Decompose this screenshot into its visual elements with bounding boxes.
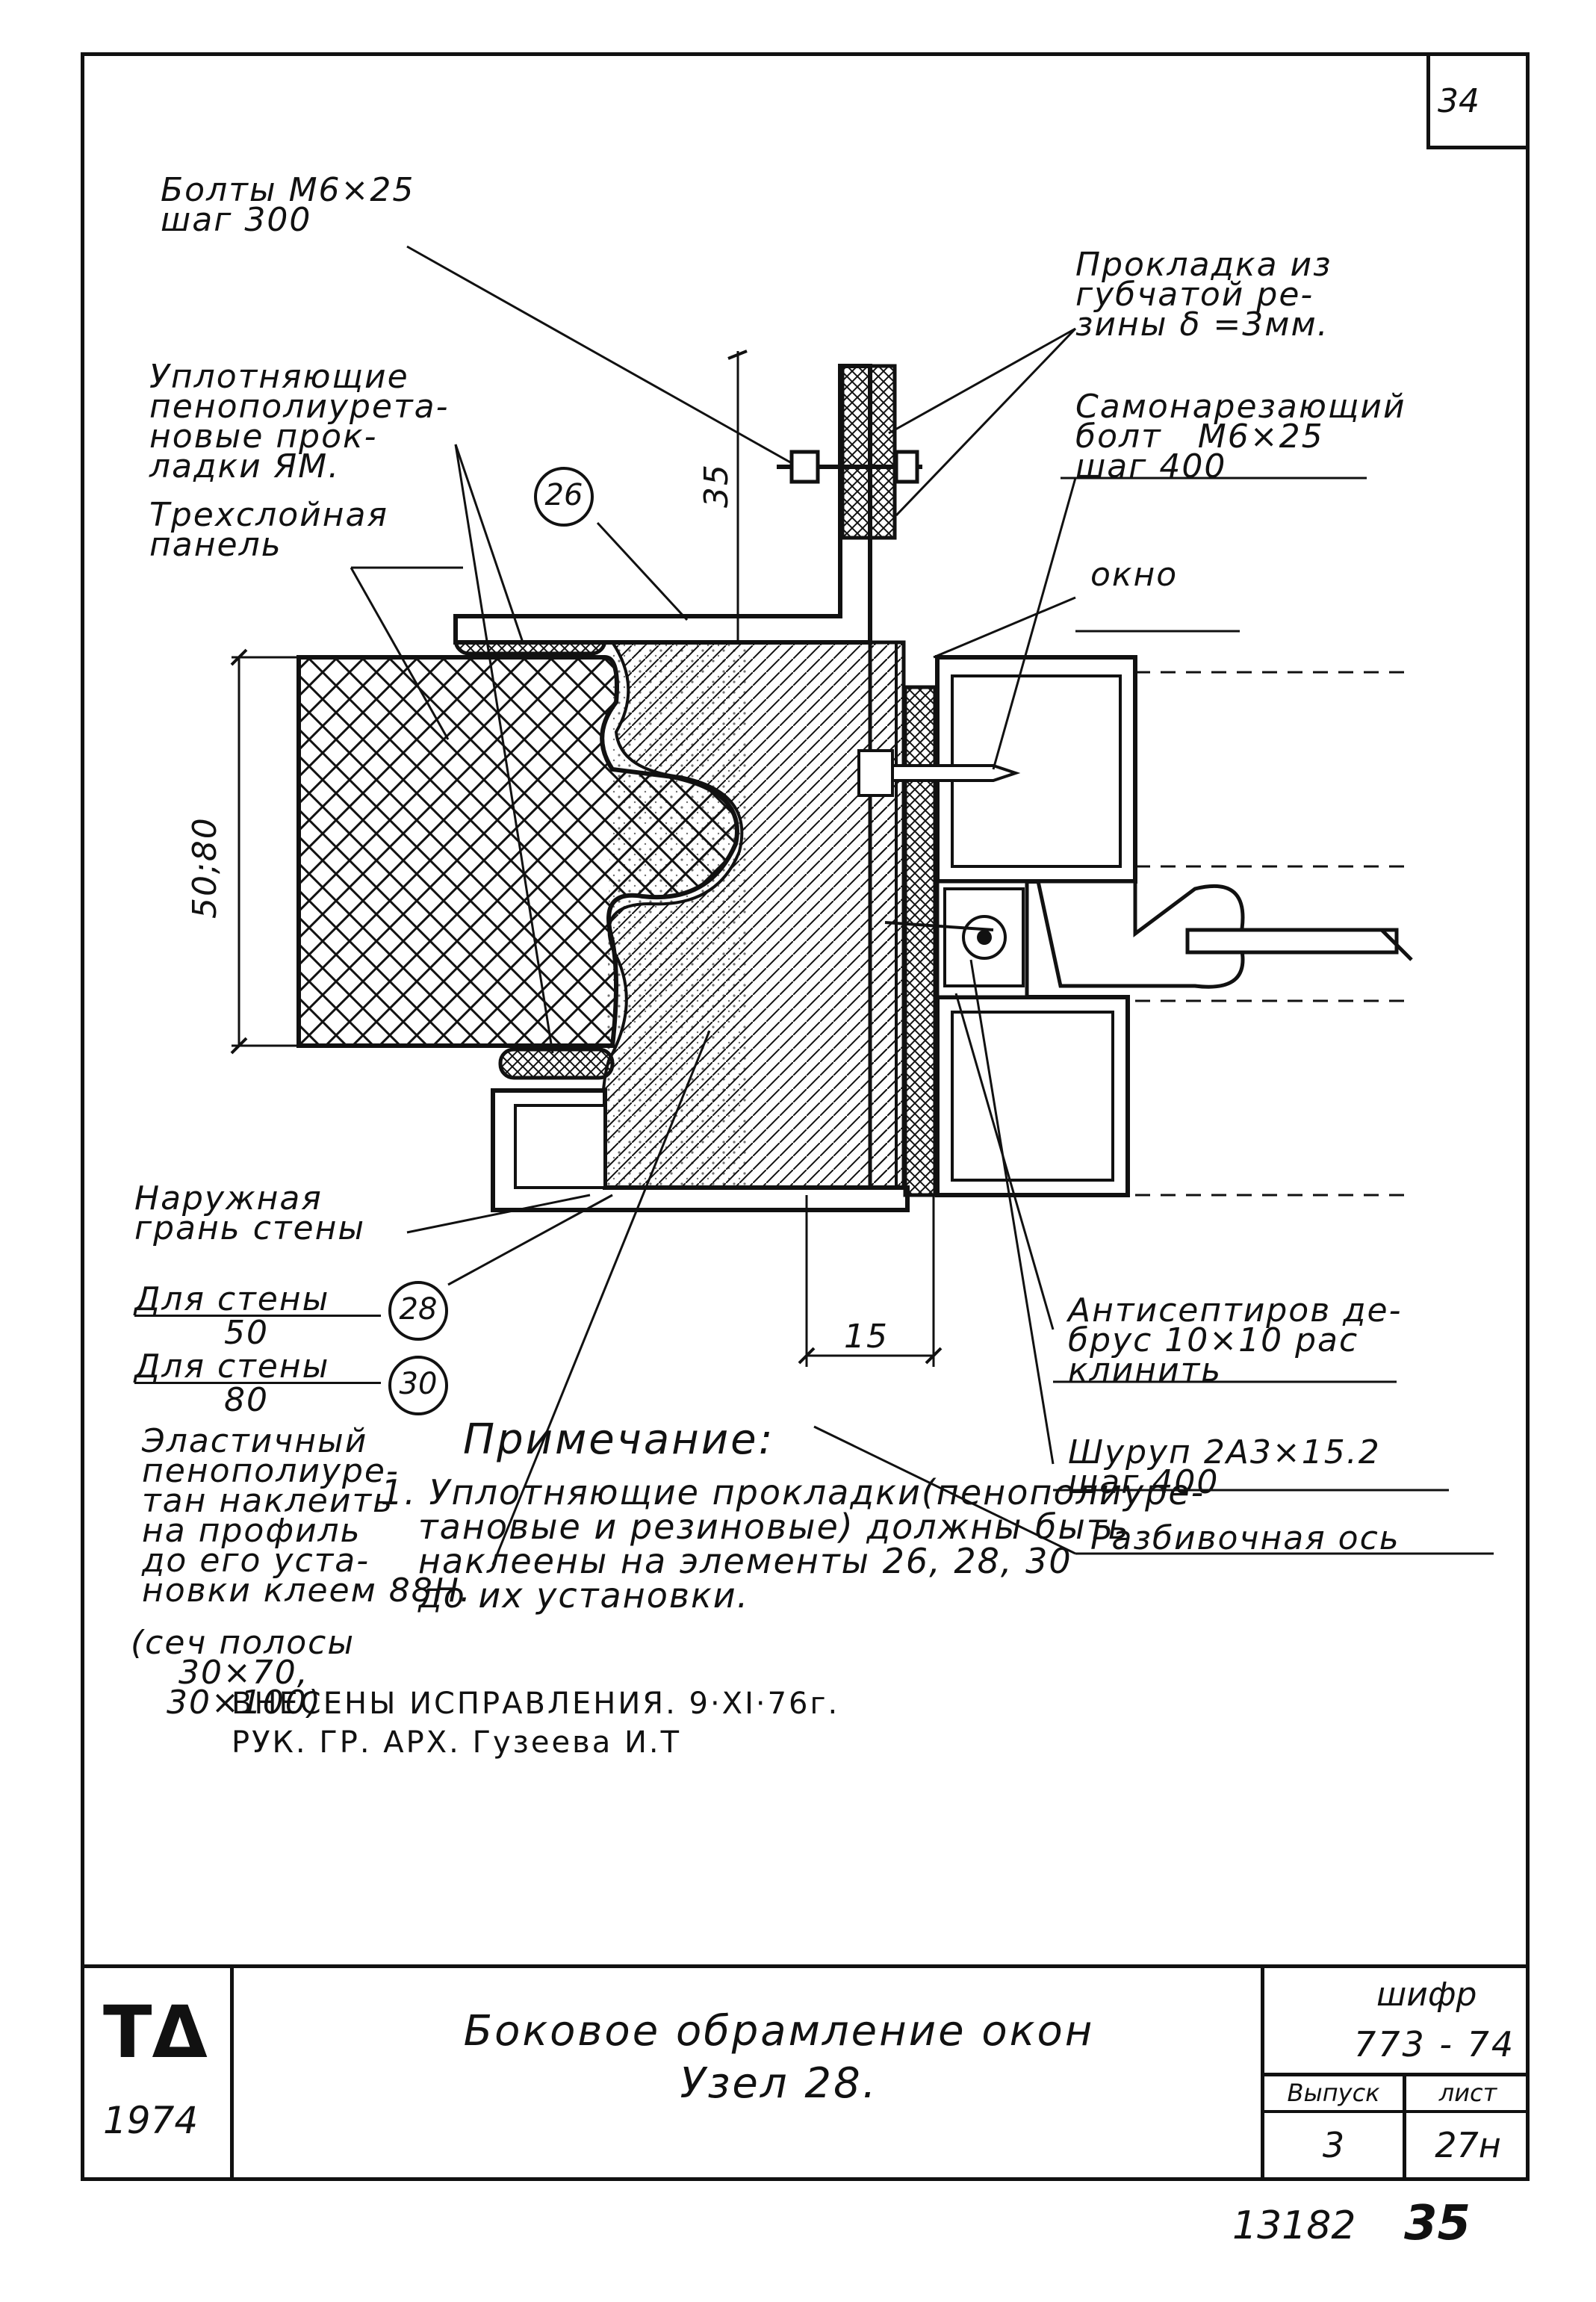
code-label: шифр [1376, 1976, 1477, 2014]
label-outer-face: Наружная грань стены [134, 1179, 366, 1247]
org-year: 1974 [103, 2099, 199, 2142]
sheet-number-box [1426, 52, 1530, 149]
profile-face [868, 640, 906, 1197]
issue-label: Выпуск [1264, 2079, 1403, 2113]
label-bolts: Болты М6×25 шаг 300 [161, 171, 415, 239]
title-block-org-cell: ТΔ 1974 [81, 1968, 234, 2181]
marker-30: 30 [399, 1367, 438, 1401]
angle-profile-26 [453, 364, 872, 645]
archive-number: 13182 [1232, 2203, 1356, 2248]
dimension-35: 35 [698, 463, 736, 508]
org-mark: ТΔ [103, 1991, 208, 2074]
label-window: окно [1090, 556, 1179, 594]
sheet-label: лист [1406, 2079, 1530, 2113]
label-wall-80-value: 80 [224, 1381, 269, 1419]
marker-circle-26 [534, 467, 594, 527]
title-block-code-cell: шифр 773 - 74 Выпуск 3 лист 27н [1261, 1968, 1530, 2181]
title-block: ТΔ 1974 Боковое обрамление окон Узел 28.… [81, 1964, 1530, 2181]
bolt-m6 [777, 450, 922, 484]
revision-line-1: ВНЕСЕНЫ ИСПРАВЛЕНИЯ. 9·XI·76г. [232, 1687, 840, 1721]
marker-circle-28 [388, 1281, 448, 1341]
label-screw: Шуруп 2А3×15.2 шаг 400 [1068, 1433, 1381, 1501]
label-rubber-gasket: Прокладка из губчатой ре- зины δ =3мм. [1075, 246, 1332, 344]
label-wall-80: Для стены [134, 1350, 381, 1384]
dimension-15: 15 [844, 1318, 889, 1356]
revision-line-2: РУК. ГР. АРХ. Гузеева И.Т [232, 1725, 682, 1760]
marker-circle-30 [388, 1356, 448, 1415]
revision-note: ВНЕСЕНЫ ИСПРАВЛЕНИЯ. 9·XI·76г. РУК. ГР. … [232, 1684, 839, 1762]
label-antiseptic-bar: Антисептиров де- брус 10×10 рас клинить [1068, 1291, 1403, 1389]
label-wall-50: Для стены [134, 1283, 381, 1317]
page-number: 35 [1404, 2196, 1471, 2251]
sheet-number: 34 [1438, 82, 1479, 120]
marker-26: 26 [544, 478, 583, 512]
drawing-title: Боковое обрамление окон Узел 28. [463, 2007, 1095, 2108]
rubber-gasket [840, 364, 897, 540]
sheet-value: 27н [1435, 2125, 1501, 2165]
label-axis: Разбивочная ось [1090, 1519, 1400, 1557]
label-wall-50-value: 50 [224, 1314, 269, 1352]
glass-pane [1185, 928, 1399, 955]
label-self-tapping-bolt: Самонарезающий болт М6×25 шаг 400 [1075, 388, 1406, 485]
code-value: 773 - 74 [1354, 2024, 1516, 2064]
antiseptic-bar [903, 685, 937, 1197]
issue-value: 3 [1322, 2125, 1345, 2165]
dimension-50-80: 50;80 [186, 816, 224, 919]
drawing-frame [81, 52, 1530, 2181]
bottom-seal [498, 1047, 615, 1080]
label-section: (сеч полосы 30×70, 30×100) [131, 1624, 355, 1722]
note-title: Примечание: [463, 1415, 775, 1464]
marker-28: 28 [399, 1292, 438, 1327]
label-sealing-gaskets: Уплотняющие пенополиурета- новые прок- л… [149, 358, 450, 485]
label-elastic-foam: Эластичный пенополиуре- тан наклеить на … [142, 1422, 472, 1610]
self-tapping-bolt [857, 749, 1021, 797]
note-text: 1. Уплотняющие прокладки(пенополиуре- та… [381, 1472, 1205, 1616]
label-panel: Трехслойная панель [149, 496, 388, 564]
